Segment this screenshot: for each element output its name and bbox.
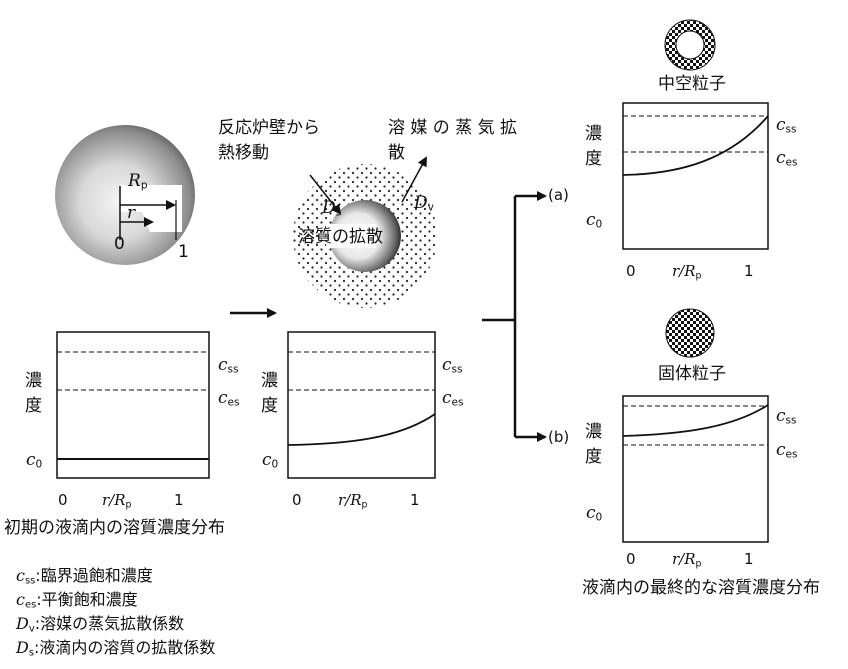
plot3-c0: c0 xyxy=(586,210,603,231)
solid-particle-title: 固体粒子 xyxy=(658,364,726,384)
ds-label: Ds xyxy=(322,198,342,219)
plot2-x1: 1 xyxy=(410,491,420,509)
initial-droplet xyxy=(55,125,195,265)
plot1-css: css xyxy=(218,355,239,376)
legend-item-ces: ces:平衡飽和濃度 xyxy=(16,590,138,611)
plot2-conc-2: 度 xyxy=(261,396,278,416)
vapor-diffusion-label-2: 散 xyxy=(388,143,405,163)
plot1-conc-1: 濃 xyxy=(25,371,42,391)
plot-solid xyxy=(622,395,769,543)
plot1-x0: 0 xyxy=(58,491,68,509)
plot3-x1: 1 xyxy=(744,262,754,280)
plot2-ces: ces xyxy=(442,388,464,409)
evaporating-droplet xyxy=(293,156,437,308)
plot2-css: css xyxy=(442,355,463,376)
heat-transfer-label-1: 反応炉壁から xyxy=(218,118,320,138)
branch-a-label: (a) xyxy=(548,186,569,204)
plot2-xlabel: r/Rp xyxy=(338,491,368,511)
plot3-x0: 0 xyxy=(626,262,636,280)
plot1-x1: 1 xyxy=(174,491,184,509)
heat-transfer-label-2: 熱移動 xyxy=(218,143,269,163)
plot1-c0: c0 xyxy=(26,450,43,471)
hollow-particle-title: 中空粒子 xyxy=(658,74,726,94)
plot4-xlabel: r/Rp xyxy=(672,550,702,570)
plot4-x1: 1 xyxy=(744,550,754,568)
plot2-conc-1: 濃 xyxy=(261,371,278,391)
legend-item-ds: Ds:液滴内の溶質の拡散係数 xyxy=(16,638,216,659)
plot4-c0: c0 xyxy=(586,503,603,524)
solute-diffusion-label: 溶質の拡散 xyxy=(298,227,383,247)
plot4-css: css xyxy=(776,406,797,427)
plot3-conc-2: 度 xyxy=(585,149,602,169)
plot4-x0: 0 xyxy=(626,550,636,568)
plot2-x0: 0 xyxy=(292,491,302,509)
hollow-particle-icon xyxy=(664,19,716,71)
plot1-ces: ces xyxy=(218,388,240,409)
solid-particle-icon xyxy=(665,308,715,358)
legend-item-dv: Dv:溶媒の蒸気拡散係数 xyxy=(16,614,185,635)
caption-initial-distribution: 初期の液滴内の溶質濃度分布 xyxy=(4,518,225,538)
plot3-conc-1: 濃 xyxy=(585,124,602,144)
droplet-one-label: 1 xyxy=(178,242,189,262)
plot-initial xyxy=(56,331,210,479)
plot2-c0: c0 xyxy=(262,450,279,471)
dv-label: Dv xyxy=(414,193,434,214)
plot3-ces: ces xyxy=(776,148,798,169)
plot4-ces: ces xyxy=(776,440,798,461)
plot1-conc-2: 度 xyxy=(25,396,42,416)
rp-label: Rp xyxy=(128,171,148,192)
branch-b-label: (b) xyxy=(548,428,570,446)
plot3-xlabel: r/Rp xyxy=(672,262,702,282)
plot-hollow xyxy=(622,102,769,250)
vapor-diffusion-label-1: 溶 媒 の 蒸 気 拡 xyxy=(388,118,518,138)
r-label: r xyxy=(127,203,136,223)
plot1-xlabel: r/Rp xyxy=(102,491,132,511)
droplet-zero-label: 0 xyxy=(114,234,125,254)
plot4-conc-1: 濃 xyxy=(585,422,602,442)
plot3-css: css xyxy=(776,115,797,136)
plot-intermediate xyxy=(287,331,436,479)
plot4-conc-2: 度 xyxy=(585,447,602,467)
legend-item-css: css:臨界過飽和濃度 xyxy=(16,566,153,587)
caption-final-distribution: 液滴内の最終的な溶質濃度分布 xyxy=(582,578,820,598)
